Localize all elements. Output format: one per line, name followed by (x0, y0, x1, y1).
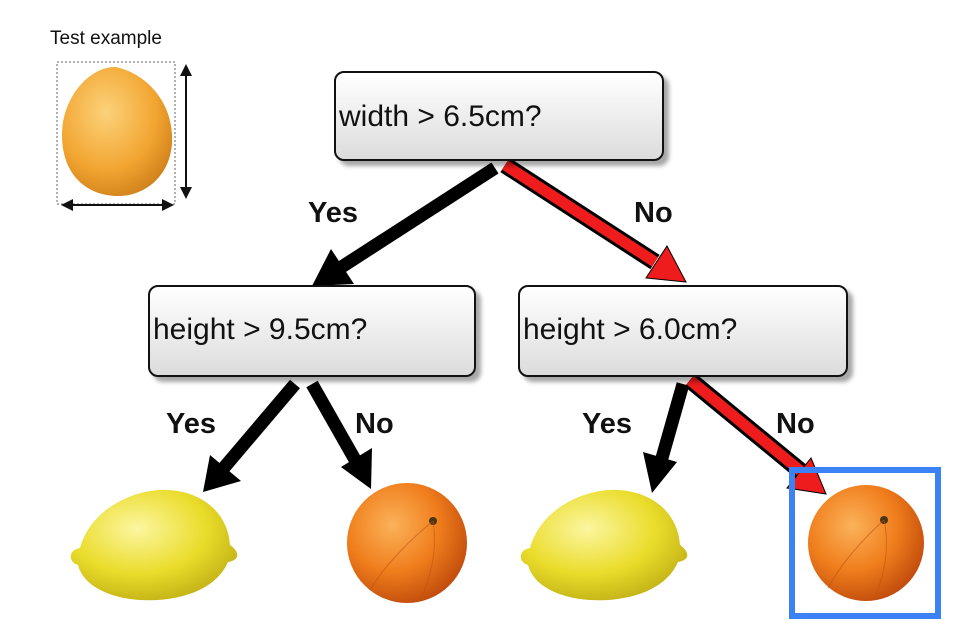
leaf-orange-2 (808, 485, 924, 601)
leaf-orange-1 (347, 483, 467, 603)
edge-root-no-arrow (500, 157, 687, 283)
edge-left-yes-arrow (203, 379, 300, 492)
edge-left-no-arrow (306, 380, 372, 489)
prediction-highlight-box (789, 467, 941, 619)
edge-root-yes-label: Yes (308, 197, 358, 229)
width-dimension-arrow (61, 199, 174, 211)
edge-root-yes-arrow (312, 162, 499, 286)
height-dimension-arrow (180, 64, 192, 199)
edge-right-yes-arrow (643, 382, 690, 493)
root-node-question: width > 6.5cm? (339, 100, 542, 133)
root-node (334, 71, 664, 161)
edge-right-yes-label: Yes (582, 408, 632, 440)
leaf-lemon-1 (70, 489, 238, 601)
edge-root-no-label: No (634, 197, 673, 229)
test-example-image (56, 61, 176, 205)
left-node-question: height > 9.5cm? (153, 313, 368, 346)
right-node-question: height > 6.0cm? (523, 313, 738, 346)
right-node (518, 285, 848, 377)
left-node (148, 285, 476, 377)
edge-right-no-label: No (776, 408, 815, 440)
edge-left-no-label: No (355, 408, 394, 440)
leaf-lemon-2 (520, 489, 688, 601)
edge-left-yes-label: Yes (166, 408, 216, 440)
test-example-label: Test example (50, 28, 162, 49)
